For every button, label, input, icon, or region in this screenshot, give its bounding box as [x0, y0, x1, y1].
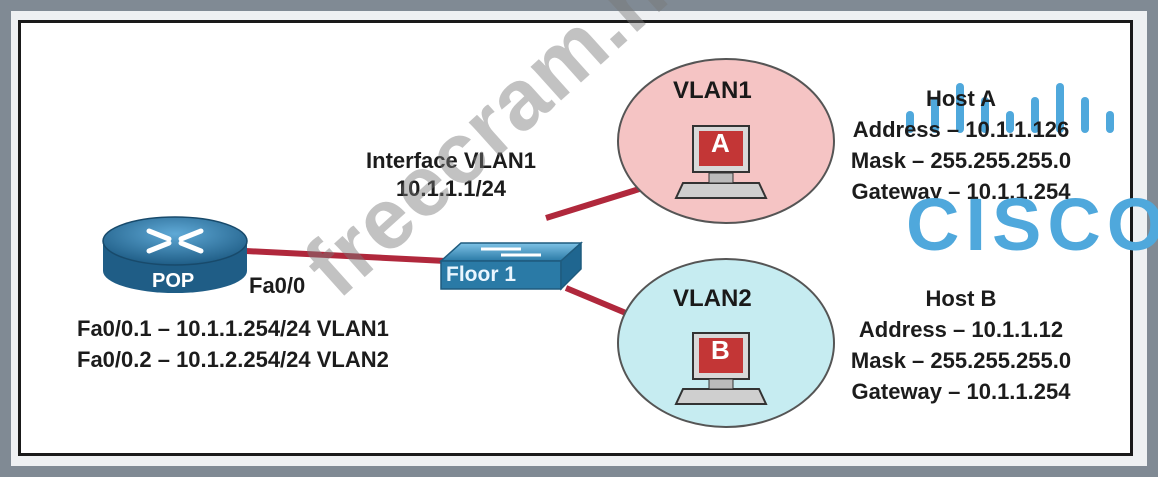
host-b-title: Host B [925, 286, 997, 311]
vlan1-label: VLAN1 [673, 77, 752, 104]
host-b-letter: B [711, 335, 730, 365]
vlan2-label: VLAN2 [673, 285, 752, 312]
router-interface-label: Fa0/0 [249, 273, 306, 298]
subinterface-line-2: Fa0/0.2 – 10.1.2.254/24 VLAN2 [77, 347, 389, 372]
switch-interface-title: Interface VLAN1 [366, 148, 536, 173]
router-label: POP [152, 270, 195, 292]
switch-label: Floor 1 [446, 263, 517, 286]
host-b-gateway: Gateway – 10.1.1.254 [851, 379, 1071, 404]
network-diagram-svg [102, 58, 1114, 428]
diagram-frame: POP Fa0/0 Floor 1 Interface VLAN1 10.1.1… [11, 0, 1158, 466]
host-a-mask: Mask – 255.255.255.0 [850, 148, 1072, 173]
host-a-computer-icon [674, 125, 768, 199]
cisco-logo-word: CISCO [906, 183, 1158, 266]
switch-interface-ip: 10.1.1.1/24 [395, 176, 507, 201]
host-a-address: Address – 10.1.1.126 [852, 117, 1070, 142]
router-icon [102, 216, 248, 293]
host-b-address: Address – 10.1.1.12 [858, 317, 1064, 342]
cisco-logo-bars [906, 83, 1114, 133]
diagram-panel: POP Fa0/0 Floor 1 Interface VLAN1 10.1.1… [18, 0, 1158, 456]
host-a-letter: A [711, 128, 730, 158]
host-b-mask: Mask – 255.255.255.0 [850, 348, 1072, 373]
host-b-computer-icon [674, 332, 768, 405]
subinterface-line-1: Fa0/0.1 – 10.1.1.254/24 VLAN1 [77, 316, 389, 341]
link-router-switch [245, 248, 447, 264]
switch-icon [439, 241, 583, 291]
host-a-gateway: Gateway – 10.1.1.254 [851, 179, 1071, 204]
host-a-title: Host A [925, 86, 997, 111]
